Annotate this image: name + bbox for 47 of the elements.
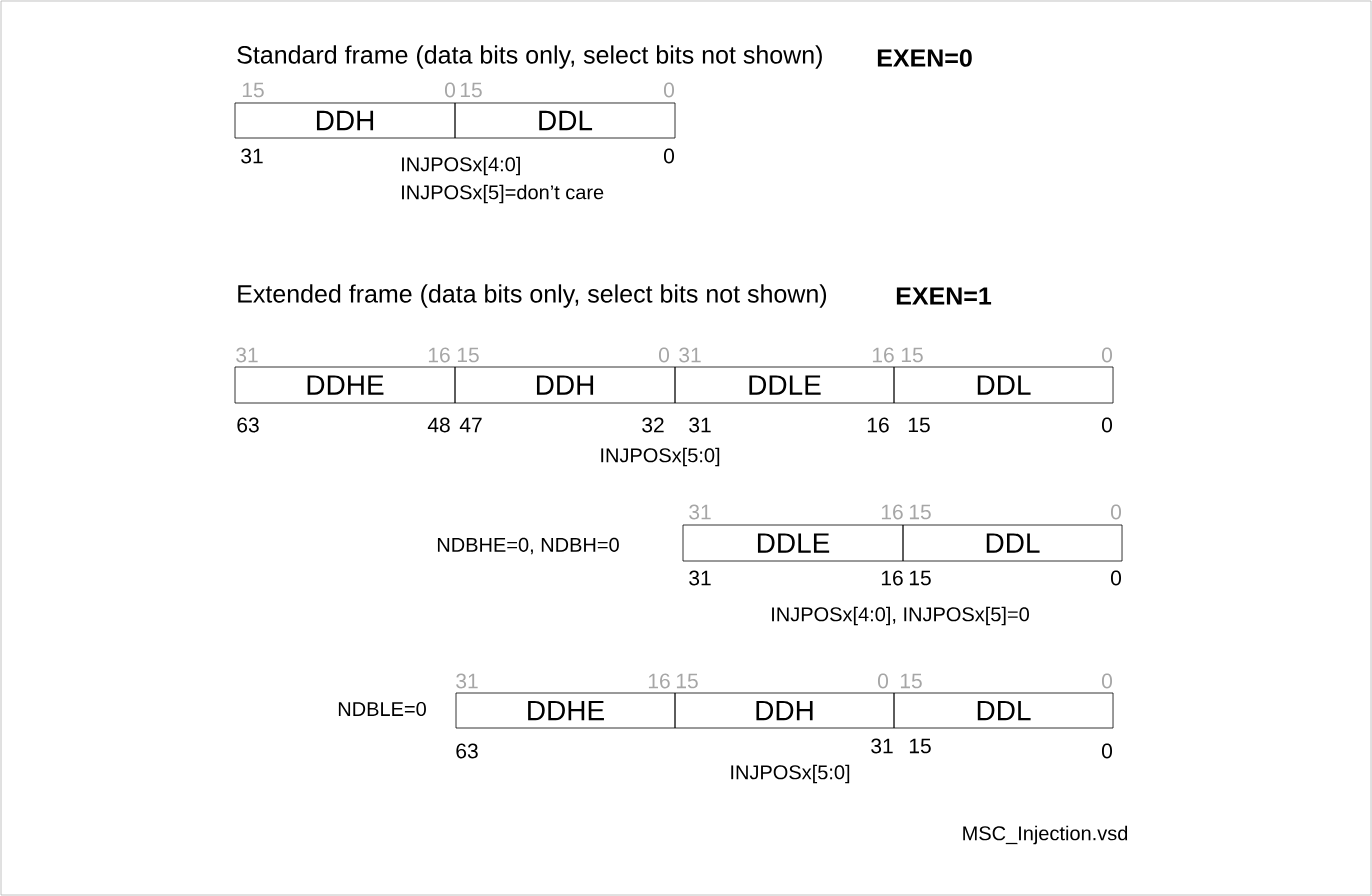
note-text: INJPOSx[4:0], INJPOSx[5]=0	[772, 606, 1029, 626]
bit-field-box: DDH	[234, 102, 456, 139]
bit-field-box: DDH	[454, 366, 676, 404]
note-text: INJPOSx[5:0]	[731, 764, 850, 784]
bit-number: 0	[878, 673, 889, 689]
note-text: INJPOSx[4:0]	[402, 156, 520, 176]
bit-number: 15	[900, 673, 922, 689]
heading: EXEN=1	[896, 287, 992, 305]
bit-number: 15	[909, 504, 931, 520]
bit-number: 31	[871, 738, 893, 754]
bit-number: 48	[427, 417, 450, 433]
bit-number: 16	[881, 504, 903, 520]
bit-field-box: DDLE	[674, 366, 895, 404]
bit-field-box: DDL	[902, 524, 1123, 562]
bit-field-box: DDL	[454, 102, 676, 139]
bit-field-box: DDH	[674, 692, 895, 729]
bit-number: 15	[909, 570, 931, 586]
note-text: INJPOSx[5]=don’t care	[402, 184, 604, 204]
bit-number: 15	[676, 673, 698, 689]
bit-number: 16	[867, 417, 889, 433]
heading: EXEN=0	[877, 49, 972, 67]
bit-number: 16	[881, 570, 903, 586]
bit-number: 47	[459, 417, 482, 433]
bit-number: 15	[460, 82, 482, 98]
bit-number: 16	[428, 347, 450, 363]
bit-number: 16	[648, 673, 670, 689]
heading: Standard frame (data bits only, select bits not shown)	[237, 45, 822, 69]
note-text: NDBHE=0, NDBH=0	[437, 537, 619, 555]
note-text: NDBLE=0	[338, 701, 426, 717]
bit-number: 15	[457, 347, 479, 363]
bit-field-box: DDL	[893, 692, 1114, 729]
heading: Extended frame (data bits only, select bits not shown)	[238, 284, 827, 308]
bit-number: 0	[445, 82, 455, 98]
bit-number: 16	[872, 347, 894, 363]
note-text: MSC_Injection.vsd	[963, 825, 1128, 845]
bit-field-box: DDL	[893, 366, 1114, 404]
bit-field-box: DDHE	[455, 692, 676, 729]
bit-number: 15	[908, 417, 930, 433]
note-text: INJPOSx[5:0]	[601, 447, 720, 467]
bit-number: 15	[909, 738, 931, 754]
bit-number: 32	[642, 417, 664, 433]
bit-field-box: DDLE	[682, 524, 904, 562]
bit-field-box: DDHE	[234, 366, 456, 404]
bit-number: 0	[659, 347, 669, 363]
bit-number: 15	[901, 347, 923, 363]
bit-number: 31	[689, 417, 711, 433]
bit-number: 31	[679, 347, 701, 363]
